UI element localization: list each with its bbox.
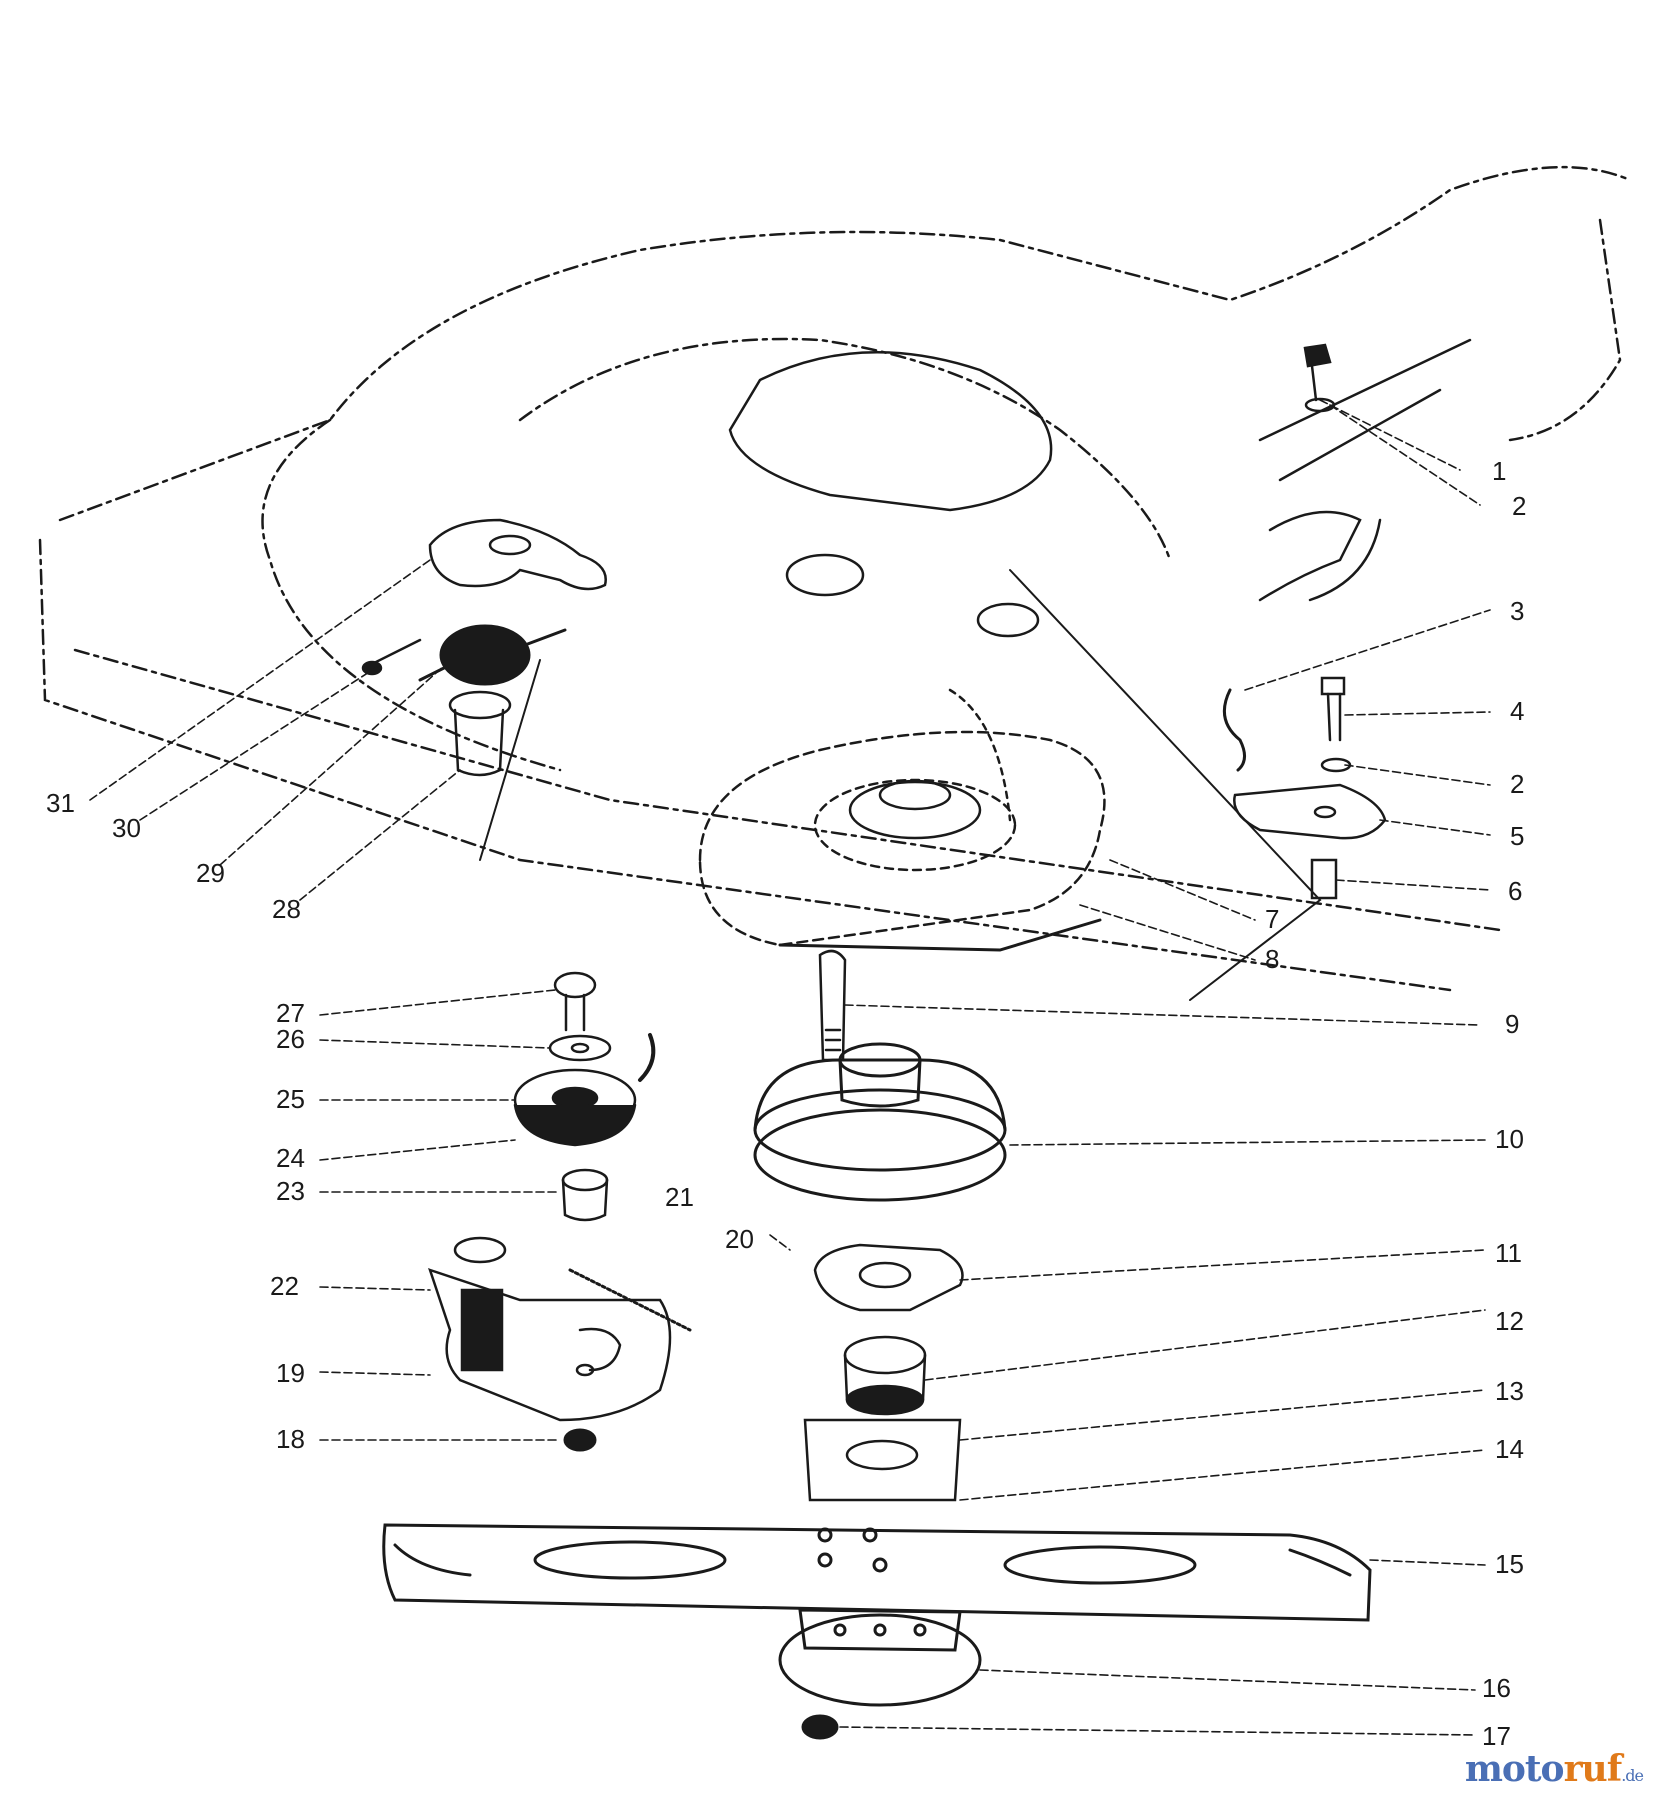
blade-15 <box>382 1523 1372 1622</box>
part-label-2b: 2 <box>1510 769 1524 799</box>
part-label-9: 9 <box>1505 1009 1519 1039</box>
part-label-24: 24 <box>276 1143 305 1173</box>
bearing-13 <box>843 1335 927 1416</box>
bushing-28 <box>448 690 512 777</box>
part-label-10: 10 <box>1495 1124 1524 1154</box>
bushing-23 <box>561 1168 609 1222</box>
part-label-8: 8 <box>1265 944 1279 974</box>
idler-plate-19 <box>428 1236 692 1422</box>
part-label-26: 26 <box>276 1024 305 1054</box>
cup-16 <box>778 1608 982 1707</box>
part-label-12: 12 <box>1495 1306 1524 1336</box>
pulley-10 <box>753 1042 1007 1202</box>
part-label-28: 28 <box>272 894 301 924</box>
nut-17 <box>801 1714 839 1740</box>
part-number-labels: 1 2 3 4 2 5 6 7 8 9 10 11 12 13 14 15 16… <box>46 456 1526 1751</box>
deck-plate-lines <box>479 569 1322 1001</box>
part-label-20: 20 <box>725 1224 754 1254</box>
part-label-23: 23 <box>276 1176 305 1206</box>
part-label-6: 6 <box>1508 876 1522 906</box>
watermark-part-3: .de <box>1621 1766 1644 1785</box>
watermark-part-2: ruf <box>1563 1748 1623 1790</box>
deck-top-disc <box>728 350 1053 638</box>
bolt-30 <box>361 638 422 676</box>
part-label-29: 29 <box>196 858 225 888</box>
part-label-5: 5 <box>1510 821 1524 851</box>
bolt-4 <box>1320 676 1352 773</box>
part-label-4: 4 <box>1510 696 1524 726</box>
lever-31 <box>428 518 607 591</box>
bolt-top-right <box>1303 343 1336 413</box>
blade-adapter-14 <box>803 1418 962 1502</box>
part-label-16: 16 <box>1482 1673 1511 1703</box>
part-label-25: 25 <box>276 1084 305 1114</box>
flange-12 <box>813 1243 964 1312</box>
part-label-3: 3 <box>1510 596 1524 626</box>
pulley-25 <box>513 1033 656 1147</box>
spring-3 <box>1222 688 1246 772</box>
part-label-30: 30 <box>112 813 141 843</box>
watermark-part-1: moto <box>1464 1748 1565 1790</box>
part-label-15: 15 <box>1495 1549 1524 1579</box>
bolt-27 <box>553 971 597 1032</box>
belt-pulley-assembly <box>698 688 1106 952</box>
part-label-21: 21 <box>665 1182 694 1212</box>
arm-bracket-top-right <box>1258 338 1472 602</box>
mower-deck-outline <box>38 165 1632 992</box>
part-label-13: 13 <box>1495 1376 1524 1406</box>
part-label-11: 11 <box>1495 1238 1522 1268</box>
nut-18 <box>563 1428 597 1452</box>
torsion-spring-29 <box>418 624 567 686</box>
part-label-17: 17 <box>1482 1721 1511 1751</box>
part-label-7: 7 <box>1265 904 1279 934</box>
part-label-27: 27 <box>276 998 305 1028</box>
leader-lines <box>89 399 1491 1736</box>
part-label-18: 18 <box>276 1424 305 1454</box>
site-watermark[interactable]: motoruf.de <box>1464 1748 1644 1790</box>
part-label-31: 31 <box>46 788 75 818</box>
plate-5 <box>1233 783 1387 840</box>
washer-26 <box>548 1034 612 1062</box>
part-label-14: 14 <box>1495 1434 1524 1464</box>
part-label-19: 19 <box>276 1358 305 1388</box>
shaft-9 <box>818 949 847 1062</box>
part-label-22: 22 <box>270 1271 299 1301</box>
part-label-1: 1 <box>1492 456 1506 486</box>
part-label-2: 2 <box>1512 491 1526 521</box>
spacer-6 <box>1310 858 1338 900</box>
